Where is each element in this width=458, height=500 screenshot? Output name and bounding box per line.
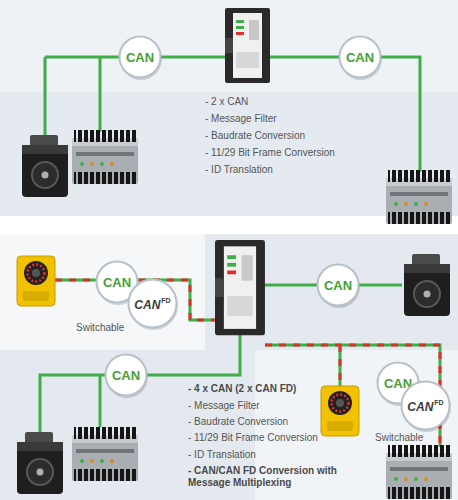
feature-item: - 2 x CAN — [205, 96, 248, 108]
servo-motor — [404, 254, 450, 316]
canfd-logo-circle: CANFD — [400, 380, 451, 431]
logo-text: CAN — [407, 400, 433, 414]
feature-item: - 11/29 Bit Frame Conversion — [188, 432, 318, 444]
servo-motor — [22, 135, 68, 197]
circle-shape — [340, 37, 381, 78]
feature-item: - Message Filter — [188, 400, 260, 412]
vision-sensor — [321, 386, 359, 436]
can-bus-wire — [99, 57, 102, 132]
can-circle: CAN — [104, 353, 148, 397]
circle-shape — [120, 37, 161, 78]
logo-superscript: FD — [161, 297, 170, 304]
can-circle: CAN — [316, 263, 360, 307]
bus-name: CAN — [324, 278, 352, 293]
canfd-bus-wire — [339, 345, 342, 386]
io-module — [72, 427, 138, 481]
circle-text: CANFD — [407, 398, 443, 414]
io-module — [72, 130, 138, 184]
canfd-logo-circle: CANFD — [127, 278, 178, 329]
can-circle: CAN — [338, 35, 382, 79]
background — [0, 234, 458, 500]
vision-sensor — [17, 256, 55, 306]
logo-superscript: FD — [434, 399, 443, 406]
circle-text: CANFD — [134, 296, 170, 312]
feature-item: - 11/29 Bit Frame Conversion — [205, 147, 335, 159]
can-bus-wire — [40, 57, 420, 432]
feature-item: - Message Filter — [205, 113, 277, 125]
feature-item: - Baudrate Conversion — [205, 130, 305, 142]
bus-name: CAN — [126, 50, 154, 65]
feature-item: - ID Translation — [188, 449, 256, 461]
bus-name: CAN — [103, 275, 131, 290]
can-bus-wire — [99, 375, 102, 427]
gateway-device — [225, 8, 270, 83]
circle-shape — [402, 382, 450, 430]
circle-text: CAN — [126, 49, 154, 65]
io-module — [386, 445, 452, 499]
circle-text: CAN — [324, 277, 352, 293]
io-module — [386, 170, 452, 224]
canfd-bus-wire — [339, 345, 342, 386]
bus-name: CAN — [346, 50, 374, 65]
switchable-note: Switchable — [375, 432, 423, 444]
feature-item: - CAN/CAN FD Conversion with Message Mul… — [188, 465, 340, 489]
can-bus-wire — [44, 57, 47, 137]
bus-name: CAN — [112, 368, 140, 383]
logo-text: CAN — [134, 298, 160, 312]
circle-text: CAN — [346, 49, 374, 65]
circle-shape — [106, 355, 147, 396]
circle-shape — [318, 265, 359, 306]
feature-item: - Baudrate Conversion — [188, 416, 288, 428]
switchable-note: Switchable — [76, 322, 124, 334]
circle-shape — [129, 280, 177, 328]
background — [0, 234, 205, 350]
circle-text: CAN — [103, 274, 131, 290]
circle-text: CAN — [112, 367, 140, 383]
feature-item: - 4 x CAN (2 x CAN FD) — [188, 383, 296, 395]
can-circle: CAN — [118, 35, 162, 79]
feature-item: - ID Translation — [205, 164, 273, 176]
gateway-device — [215, 240, 265, 335]
servo-motor — [17, 432, 63, 494]
